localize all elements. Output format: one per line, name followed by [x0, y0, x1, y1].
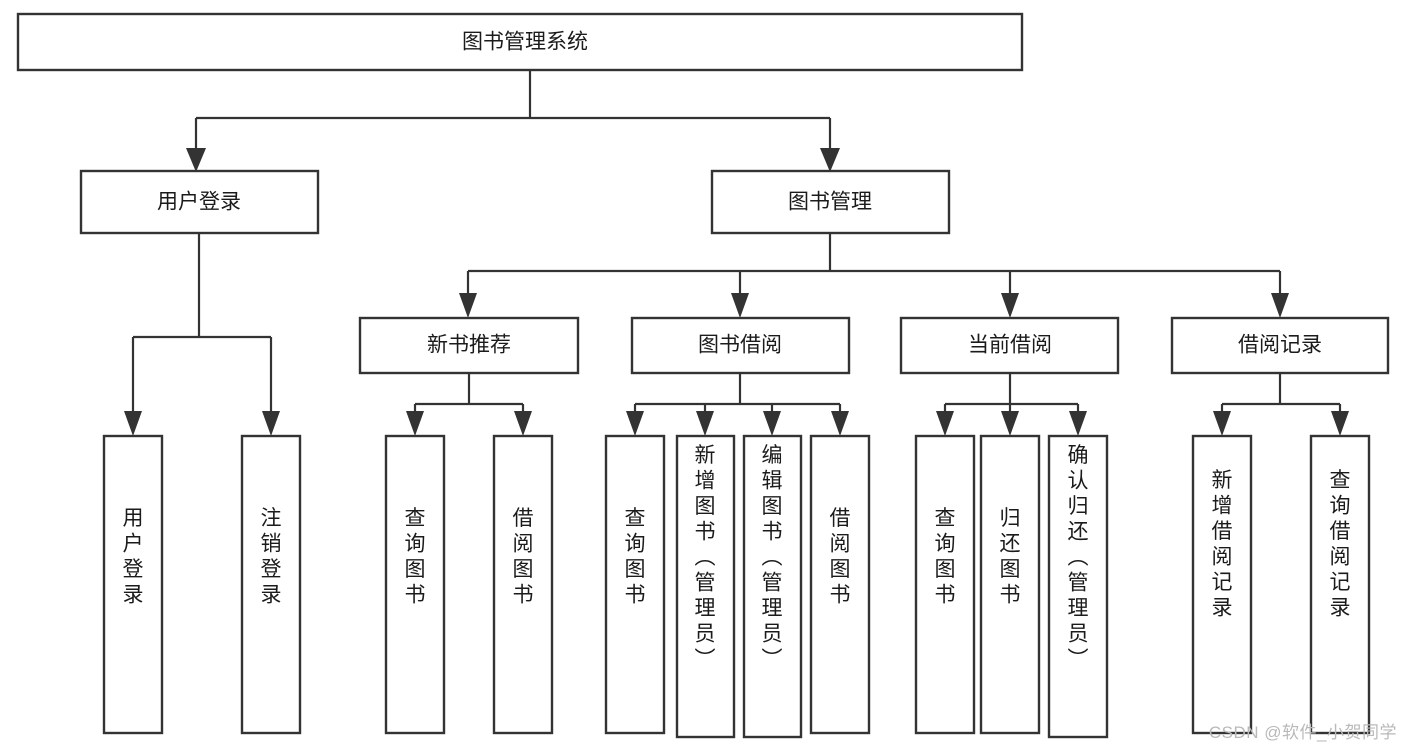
arrow-to-book-borrow [731, 293, 749, 318]
node-new-book-recommend-label: 新书推荐 [427, 334, 511, 357]
leaf-edit-book-box[interactable] [742, 434, 803, 739]
leaf-query-book-3[interactable]: 查询图书 [914, 434, 976, 735]
leaf-confirm-return[interactable]: 确认归还︵管理员︶ [1047, 434, 1109, 739]
leaf-user-login-label: 用户登录 [123, 507, 144, 607]
leaf-borrow-book-2-box[interactable] [809, 434, 871, 735]
connectors-root-to-level2 [186, 70, 840, 172]
node-user-login[interactable]: 用户登录 [79, 169, 320, 235]
leaf-add-book-box[interactable] [675, 434, 736, 739]
leaf-edit-book-label: 编辑图书︵管理员︶ [762, 444, 783, 671]
leaf-query-book-3-box[interactable] [914, 434, 976, 735]
leaf-borrow-book-2[interactable]: 借阅图书 [809, 434, 871, 735]
node-user-login-box[interactable] [79, 169, 320, 235]
node-book-borrow-box[interactable] [630, 316, 851, 375]
arrow-to-current-borrow [1001, 293, 1019, 318]
leaf-logout-label: 注销登录 [261, 507, 282, 607]
node-current-borrow-label: 当前借阅 [968, 334, 1052, 357]
node-book-borrow[interactable]: 图书借阅 [630, 316, 851, 375]
arrow-to-new-book-recommend [459, 293, 477, 318]
node-borrow-record-label: 借阅记录 [1238, 334, 1322, 357]
leaf-logout[interactable]: 注销登录 [240, 434, 302, 735]
leaf-query-record-label: 查询借阅记录 [1330, 469, 1351, 620]
leaf-query-book-2-label: 查询图书 [625, 507, 646, 607]
connectors-book-manage-children [459, 233, 1289, 318]
node-book-borrow-label: 图书借阅 [698, 334, 782, 357]
leaf-borrow-book-1-box[interactable] [492, 434, 554, 735]
node-borrow-record-box[interactable] [1170, 316, 1390, 375]
leaf-edit-book[interactable]: 编辑图书︵管理员︶ [742, 434, 803, 739]
arrow-to-user-login [186, 148, 206, 172]
arrow-to-leaf-borrow-book-1 [514, 411, 532, 436]
arrow-to-leaf-query-book-3 [936, 411, 954, 436]
node-book-manage-label: 图书管理 [788, 191, 872, 214]
leaf-query-book-2-box[interactable] [604, 434, 666, 735]
leaf-logout-box[interactable] [240, 434, 302, 735]
leaf-borrow-book-2-label: 借阅图书 [830, 507, 851, 607]
leaf-confirm-return-label: 确认归还︵管理员︶ [1068, 444, 1089, 671]
leaf-add-record[interactable]: 新增借阅记录 [1191, 434, 1253, 735]
leaf-query-book-2[interactable]: 查询图书 [604, 434, 666, 735]
arrow-to-leaf-user-login [124, 411, 142, 436]
arrow-to-leaf-edit-book [763, 411, 781, 436]
leaf-add-record-box[interactable] [1191, 434, 1253, 735]
leaf-return-book-box[interactable] [979, 434, 1041, 735]
connectors-borrow-children [626, 373, 849, 436]
arrow-to-borrow-record [1271, 293, 1289, 318]
arrow-to-leaf-return-book [1001, 411, 1019, 436]
node-user-login-label: 用户登录 [157, 191, 241, 214]
leaf-query-book-1-box[interactable] [384, 434, 446, 735]
csdn-watermark: CSDN @软件_小贺同学 [1208, 723, 1397, 742]
arrow-to-leaf-query-record [1331, 411, 1349, 436]
leaf-user-login-box[interactable] [102, 434, 164, 735]
node-borrow-record[interactable]: 借阅记录 [1170, 316, 1390, 375]
leaf-query-record-box[interactable] [1309, 434, 1371, 735]
leaf-user-login[interactable]: 用户登录 [102, 434, 164, 735]
leaf-query-record[interactable]: 查询借阅记录 [1309, 434, 1371, 735]
arrow-to-leaf-query-book-1 [406, 411, 424, 436]
leaf-add-book[interactable]: 新增图书︵管理员︶ [675, 434, 736, 739]
leaf-add-book-label: 新增图书︵管理员︶ [695, 444, 716, 671]
leaf-confirm-return-box[interactable] [1047, 434, 1109, 739]
arrow-to-leaf-confirm-return [1069, 411, 1087, 436]
connectors-record-children [1213, 373, 1349, 436]
node-new-book-recommend[interactable]: 新书推荐 [358, 316, 580, 375]
leaf-borrow-book-1-label: 借阅图书 [513, 507, 534, 607]
node-root[interactable]: 图书管理系统 [16, 12, 1024, 72]
node-current-borrow-box[interactable] [899, 316, 1120, 375]
node-new-book-recommend-box[interactable] [358, 316, 580, 375]
connectors-current-children [936, 373, 1087, 436]
leaf-query-book-3-label: 查询图书 [935, 507, 956, 607]
node-current-borrow[interactable]: 当前借阅 [899, 316, 1120, 375]
leaf-borrow-book-1[interactable]: 借阅图书 [492, 434, 554, 735]
leaf-return-book[interactable]: 归还图书 [979, 434, 1041, 735]
leaf-query-book-1-label: 查询图书 [405, 507, 426, 607]
arrow-to-leaf-add-record [1213, 411, 1231, 436]
arrow-to-leaf-query-book-2 [626, 411, 644, 436]
arrow-to-leaf-add-book [696, 411, 714, 436]
connectors-recommend-children [406, 373, 532, 436]
arrow-to-leaf-borrow-book-2 [831, 411, 849, 436]
node-book-manage-box[interactable] [710, 169, 951, 235]
node-book-manage[interactable]: 图书管理 [710, 169, 951, 235]
connectors-user-login-children [124, 233, 280, 436]
leaf-query-book-1[interactable]: 查询图书 [384, 434, 446, 735]
arrow-to-book-manage [820, 148, 840, 172]
arrow-to-leaf-logout [262, 411, 280, 436]
node-root-box[interactable] [16, 12, 1024, 72]
node-root-label: 图书管理系统 [462, 31, 588, 54]
leaf-add-record-label: 新增借阅记录 [1212, 469, 1233, 620]
leaf-return-book-label: 归还图书 [1000, 507, 1021, 607]
